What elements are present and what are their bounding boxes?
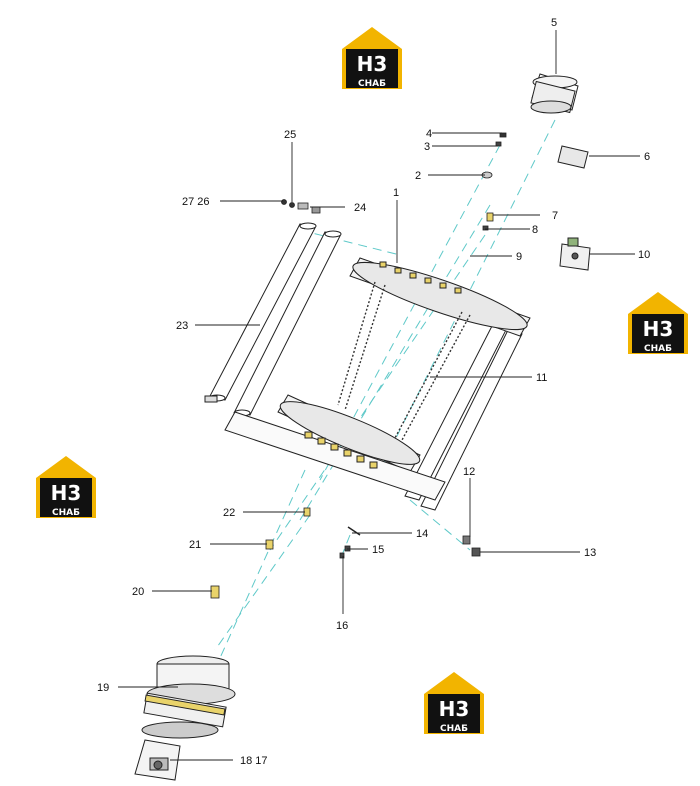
callout-5: 5 xyxy=(551,17,557,29)
part-19-drive-unit xyxy=(141,655,236,739)
callout-4: 4 xyxy=(426,128,432,140)
callout-23: 23 xyxy=(176,320,188,332)
callout-22: 22 xyxy=(223,507,235,519)
callout-24: 24 xyxy=(354,202,366,214)
callout-10: 10 xyxy=(638,249,650,261)
assembly-centerlines xyxy=(209,119,556,681)
callout-7: 7 xyxy=(552,210,558,222)
callout-15: 15 xyxy=(372,544,384,556)
small-hardware-top xyxy=(481,132,507,231)
callout-3: 3 xyxy=(424,141,430,153)
watermark-logo-top xyxy=(342,27,402,89)
callout-2: 2 xyxy=(415,170,421,182)
part-10-bracket xyxy=(559,237,591,271)
callout-numbers: 5 4 3 2 6 7 8 9 10 1 25 27 26 24 23 11 1… xyxy=(97,17,650,767)
callout-16: 16 xyxy=(336,620,348,632)
callout-20: 20 xyxy=(132,586,144,598)
callout-9: 9 xyxy=(516,251,522,263)
callout-19: 19 xyxy=(97,682,109,694)
part-1-upper-plate xyxy=(349,257,531,337)
part-5-bearing-housing xyxy=(530,73,579,114)
part-11-chains xyxy=(337,281,471,441)
callout-27-26: 27 26 xyxy=(182,196,210,208)
callout-13: 13 xyxy=(584,547,596,559)
callout-14: 14 xyxy=(416,528,428,540)
callout-25: 25 xyxy=(284,129,296,141)
leader-lines xyxy=(118,30,640,761)
callout-12: 12 xyxy=(463,466,475,478)
callout-11: 11 xyxy=(536,372,547,384)
callout-8: 8 xyxy=(532,224,538,236)
lower-plate xyxy=(224,394,446,501)
callout-6: 6 xyxy=(644,151,650,163)
part-6-plate xyxy=(557,145,589,169)
small-hardware-lower xyxy=(210,507,481,599)
watermark-logo-bottom xyxy=(424,672,484,734)
callout-21: 21 xyxy=(189,539,201,551)
watermark-logo-left xyxy=(36,456,96,518)
callout-18-17: 18 17 xyxy=(240,755,268,767)
part-23-tie-rods xyxy=(204,222,523,511)
part-17-18-motor xyxy=(134,739,181,781)
watermark-logo-right xyxy=(628,292,688,354)
small-hardware-left xyxy=(281,199,321,214)
callout-1: 1 xyxy=(393,187,399,199)
